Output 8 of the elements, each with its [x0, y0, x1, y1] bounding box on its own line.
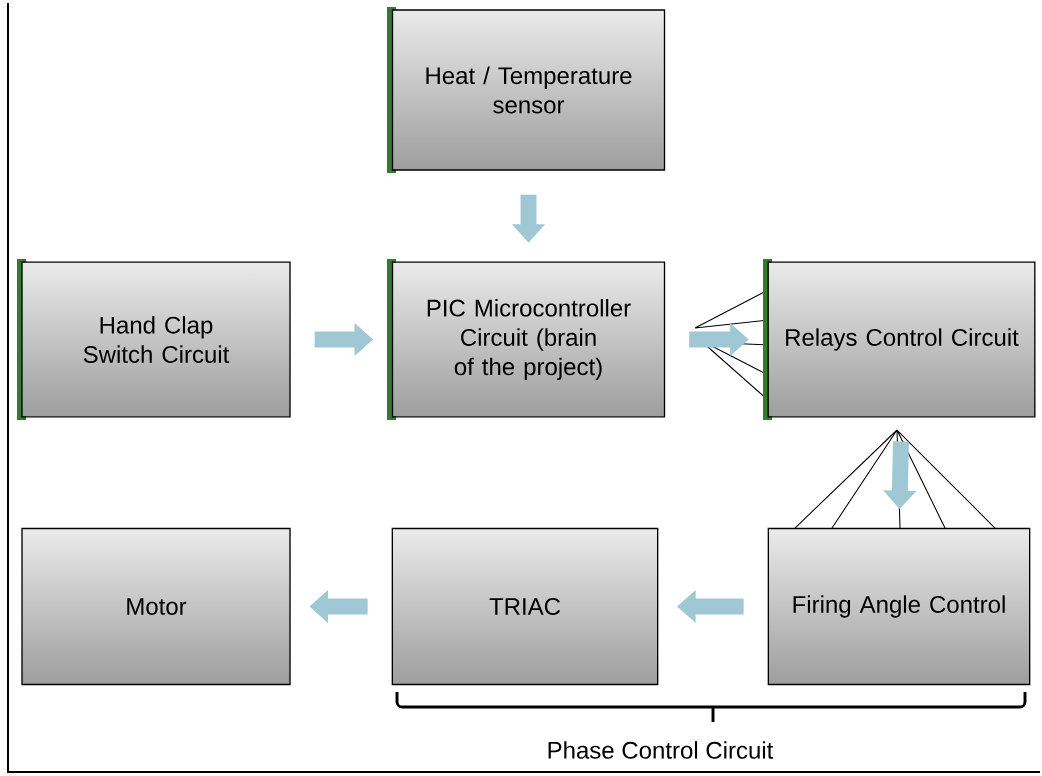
process-box: Firing Angle Control — [767, 527, 1031, 686]
process-box: TRIAC — [391, 527, 659, 686]
process-box: Hand Clap Switch Circuit — [17, 259, 291, 420]
caption-label: Phase Control Circuit — [548, 741, 774, 759]
process-box: Motor — [21, 527, 291, 686]
process-box: Relays Control Circuit — [763, 259, 1036, 420]
process-box: Heat / Temperature sensor — [387, 7, 666, 173]
process-box: PIC Microcontroller Circuit (brain of the project) — [387, 259, 666, 420]
